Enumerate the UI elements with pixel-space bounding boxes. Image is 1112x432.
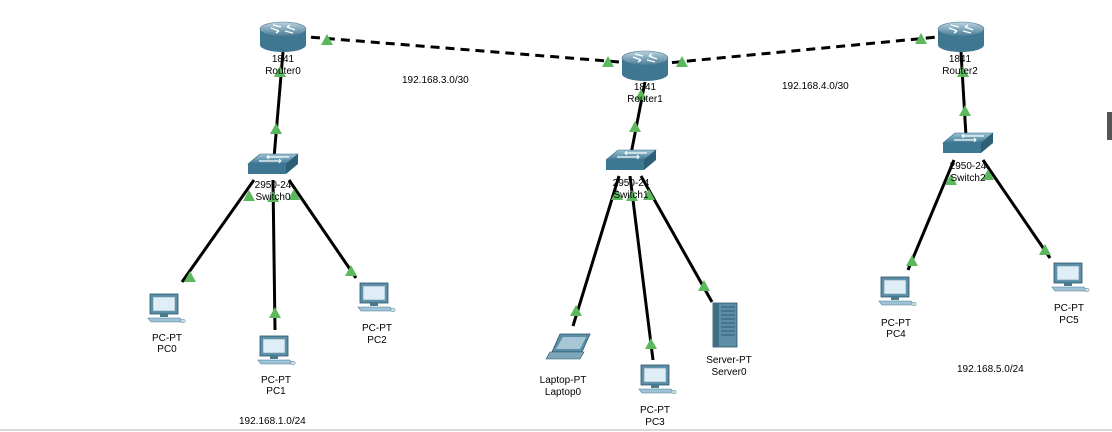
link-switch1-laptop0[interactable]	[571, 175, 621, 327]
network-label-lan1: 192.168.1.0/24	[239, 416, 306, 427]
network-label-r1-r2: 192.168.4.0/30	[782, 81, 849, 92]
link-router1-router2[interactable]	[656, 34, 949, 66]
server0-name-label: Server0	[711, 367, 747, 378]
desktop-pc-icon[interactable]	[878, 276, 917, 307]
pc3-model-label: PC-PT	[640, 405, 670, 416]
pc2-name-label: PC2	[367, 335, 387, 346]
desktop-pc-icon[interactable]	[1051, 262, 1090, 293]
triangle-up-icon	[645, 338, 657, 349]
pc1-model-label: PC-PT	[261, 375, 291, 386]
link-switch0-pc0[interactable]	[180, 179, 256, 283]
desktop-pc-icon[interactable]	[357, 282, 396, 313]
link-switch2-pc5[interactable]	[981, 159, 1052, 259]
scrollbar-thumb[interactable]	[1107, 112, 1112, 140]
server0-model-label: Server-PT	[706, 355, 752, 366]
desktop-pc-icon[interactable]	[147, 293, 186, 324]
router-icon[interactable]	[937, 21, 985, 53]
switch2-model-label: 2950-24	[949, 161, 987, 172]
router-icon[interactable]	[621, 50, 669, 82]
switch1-model-label: 2950-24	[612, 178, 650, 189]
switch1-name-label: Switch1	[613, 190, 649, 201]
switch-icon[interactable]	[605, 149, 657, 171]
pc1-name-label: PC1	[266, 386, 286, 397]
router2-name-label: Router2	[942, 66, 978, 77]
router0-name-label: Router0	[265, 66, 301, 77]
pc5-model-label: PC-PT	[1054, 303, 1084, 314]
router1-model-label: 1841	[633, 82, 657, 93]
router0-model-label: 1841	[271, 54, 295, 65]
pc2-model-label: PC-PT	[362, 323, 392, 334]
pc0-name-label: PC0	[157, 344, 177, 355]
router2-model-label: 1841	[948, 54, 972, 65]
laptop-icon[interactable]	[545, 333, 591, 360]
link-switch0-pc2[interactable]	[287, 179, 358, 279]
link-switch1-pc3[interactable]	[628, 175, 655, 361]
triangle-up-icon	[629, 121, 641, 132]
laptop0-model-label: Laptop-PT	[539, 375, 587, 386]
triangle-up-icon	[269, 307, 281, 318]
link-router2-switch2[interactable]	[959, 51, 968, 137]
server-icon[interactable]	[712, 302, 738, 348]
pc0-model-label: PC-PT	[152, 333, 182, 344]
desktop-pc-icon[interactable]	[257, 335, 296, 366]
pc5-name-label: PC5	[1059, 315, 1079, 326]
pc4-name-label: PC4	[886, 329, 906, 340]
switch2-name-label: Switch2	[950, 173, 986, 184]
network-label-r0-r1: 192.168.3.0/30	[402, 75, 469, 86]
desktop-pc-icon[interactable]	[638, 364, 677, 395]
link-switch0-pc1[interactable]	[271, 179, 277, 331]
triangle-up-icon	[906, 255, 918, 266]
laptop0-name-label: Laptop0	[544, 387, 582, 398]
pc3-name-label: PC3	[645, 417, 665, 428]
switch0-model-label: 2950-24	[254, 180, 292, 191]
network-label-lan5: 192.168.5.0/24	[957, 364, 1024, 375]
link-router0-router1[interactable]	[295, 34, 633, 65]
pc4-model-label: PC-PT	[881, 318, 911, 329]
switch-icon[interactable]	[942, 132, 994, 154]
triangle-up-icon	[270, 123, 282, 134]
workspace-bottom-border	[0, 429, 1112, 431]
switch-icon[interactable]	[247, 153, 299, 175]
triangle-up-icon	[959, 105, 971, 116]
switch0-name-label: Switch0	[255, 192, 291, 203]
link-switch2-pc4[interactable]	[906, 159, 956, 271]
router1-name-label: Router1	[627, 94, 663, 105]
router-icon[interactable]	[259, 21, 307, 53]
